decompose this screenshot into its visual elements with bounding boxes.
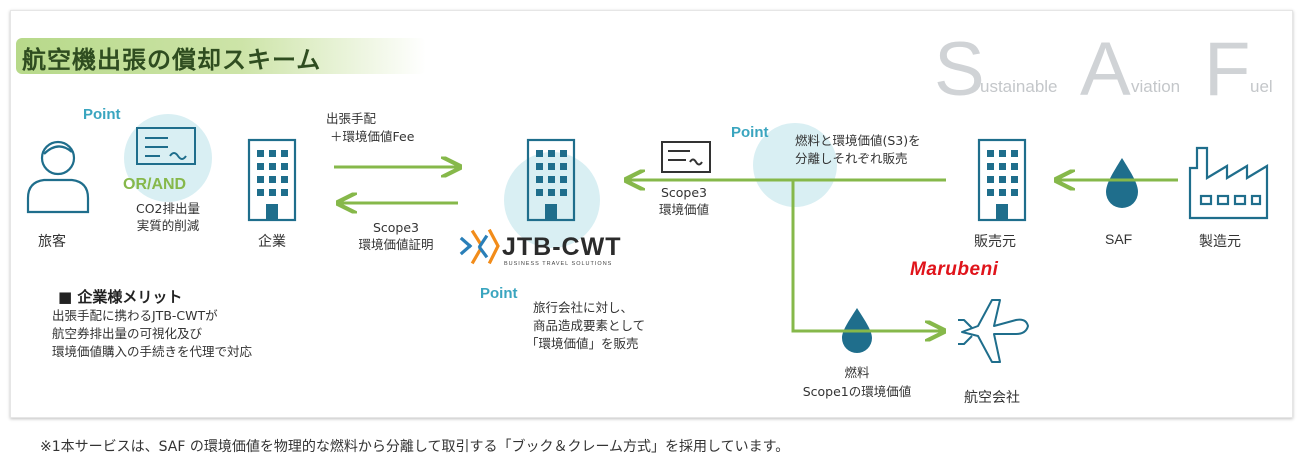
certificate-icon-middle [661, 141, 711, 173]
saf-logo-a: A [1080, 27, 1131, 112]
seller-label: 販売元 [974, 234, 1016, 250]
company-label: 企業 [258, 234, 286, 250]
point-label-middle: Point [480, 285, 518, 302]
jtb-desc-line-1: 旅行会社に対し、 [533, 300, 634, 315]
footnote: ※1本サービスは、SAF の環境価値を物理的な燃料から分離して取引する「ブック＆… [40, 439, 790, 455]
jtb-logo-text: JTB-CWT [502, 233, 622, 261]
saf-logo-s-rest: ustainable [980, 77, 1058, 96]
seller-building-icon [977, 138, 1027, 222]
saf-droplet-icon [1106, 158, 1138, 208]
merit-line-1: 出張手配に携わるJTB-CWTが [52, 308, 218, 323]
jtb-logo-mark [459, 228, 500, 265]
merit-line-2: 航空券排出量の可視化及び [52, 326, 203, 341]
arrow-fuel-to-airline [791, 180, 942, 331]
point-label-right: Point [731, 124, 769, 141]
fuel-line-2: Scope1の環境価値 [802, 384, 912, 399]
bubble-right [753, 123, 837, 207]
maker-label: 製造元 [1199, 234, 1241, 250]
top-flow-line-2: ＋環境価値Fee [330, 129, 415, 144]
bubble-left [124, 114, 212, 202]
or-and-label: OR/AND [123, 176, 187, 193]
separate-line-1: 燃料と環境価値(S3)を [795, 133, 921, 148]
scope3-line-2: 環境価値 [658, 202, 709, 217]
airplane-icon [958, 299, 1029, 363]
jtb-desc-line-2: 商品造成要素として [533, 318, 646, 333]
title-banner [16, 38, 426, 74]
certificate-icon [136, 127, 196, 165]
point-label-left: Point [83, 106, 121, 123]
co2-line-1: CO2排出量 [135, 201, 201, 216]
jtb-logo-tagline: BUSINESS TRAVEL SOLUTIONS [504, 261, 613, 267]
saf-logo-f-rest: uel [1250, 77, 1273, 96]
saf-label: SAF [1105, 231, 1133, 247]
factory-icon [1188, 146, 1269, 220]
traveler-label: 旅客 [38, 234, 66, 250]
separate-line-2: 分離しそれぞれ販売 [795, 151, 908, 166]
bottom-flow-line-1: Scope3 [372, 220, 420, 235]
jtb-desc-line-3: 「環境価値」を販売 [526, 336, 639, 351]
merit-line-3: 環境価値購入の手続きを代理で対応 [52, 344, 253, 359]
diagram-panel [10, 10, 1293, 418]
saf-logo-a-rest: viation [1131, 77, 1181, 96]
page-title: 航空機出張の償却スキーム [22, 46, 322, 74]
scope3-line-1: Scope3 [660, 185, 708, 200]
top-flow-line-1: 出張手配 [326, 111, 377, 126]
company-building-icon [247, 138, 297, 222]
traveler-icon [26, 140, 90, 214]
merit-title: ■ 企業様メリット [58, 288, 183, 306]
bottom-flow-line-2: 環境価値証明 [358, 237, 434, 252]
saf-logo-f: F [1204, 27, 1251, 112]
marubeni-logo: Marubeni [910, 259, 999, 280]
fuel-line-1: 燃料 [844, 365, 870, 380]
saf-logo-s: S [934, 27, 985, 112]
airline-label: 航空会社 [964, 390, 1020, 406]
jtb-building-icon [526, 138, 576, 222]
co2-line-2: 実質的削減 [136, 218, 200, 233]
